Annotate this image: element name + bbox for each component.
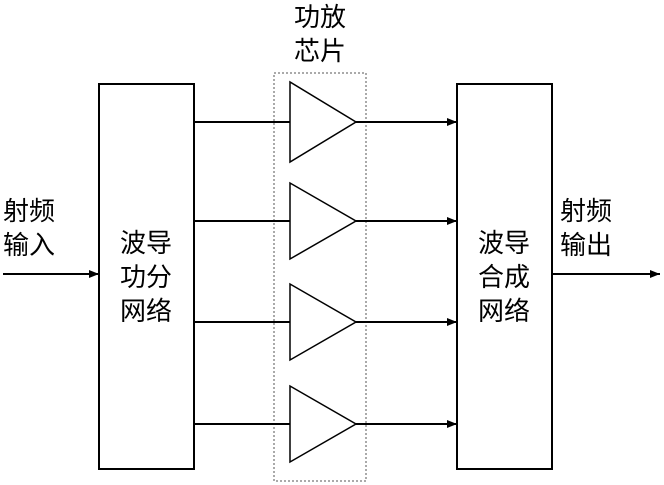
amplifier-triangle-1 bbox=[289, 80, 358, 164]
amp-chip-enclosure bbox=[273, 72, 367, 482]
amp-path-3 bbox=[194, 282, 457, 362]
divider-network-box bbox=[98, 83, 195, 470]
combiner-network-box bbox=[456, 83, 553, 470]
amp-path-1 bbox=[194, 80, 457, 164]
rf-input-label-line1: 射频 bbox=[3, 197, 55, 227]
amp-chip-label-line1: 功放 bbox=[294, 3, 346, 33]
divider-label-line2: 功分 bbox=[120, 263, 172, 293]
divider-label-line3: 网络 bbox=[120, 297, 172, 327]
combiner-label-line2: 合成 bbox=[478, 263, 530, 293]
amp-path-4 bbox=[194, 384, 457, 464]
divider-label-line1: 波导 bbox=[120, 229, 172, 259]
rf-input-label-line2: 输入 bbox=[3, 231, 55, 261]
amp-path-2 bbox=[194, 181, 457, 261]
rf-output-label-line1: 射频 bbox=[560, 197, 612, 227]
amplifier-triangle-2 bbox=[289, 181, 358, 261]
combiner-label-line3: 网络 bbox=[478, 297, 530, 327]
rf-output-label-line2: 输出 bbox=[560, 231, 612, 261]
combiner-label-line1: 波导 bbox=[478, 229, 530, 259]
amp-chip-label-line2: 芯片 bbox=[294, 37, 346, 67]
amplifier-triangle-4 bbox=[289, 384, 358, 464]
amplifier-triangle-3 bbox=[289, 282, 358, 362]
